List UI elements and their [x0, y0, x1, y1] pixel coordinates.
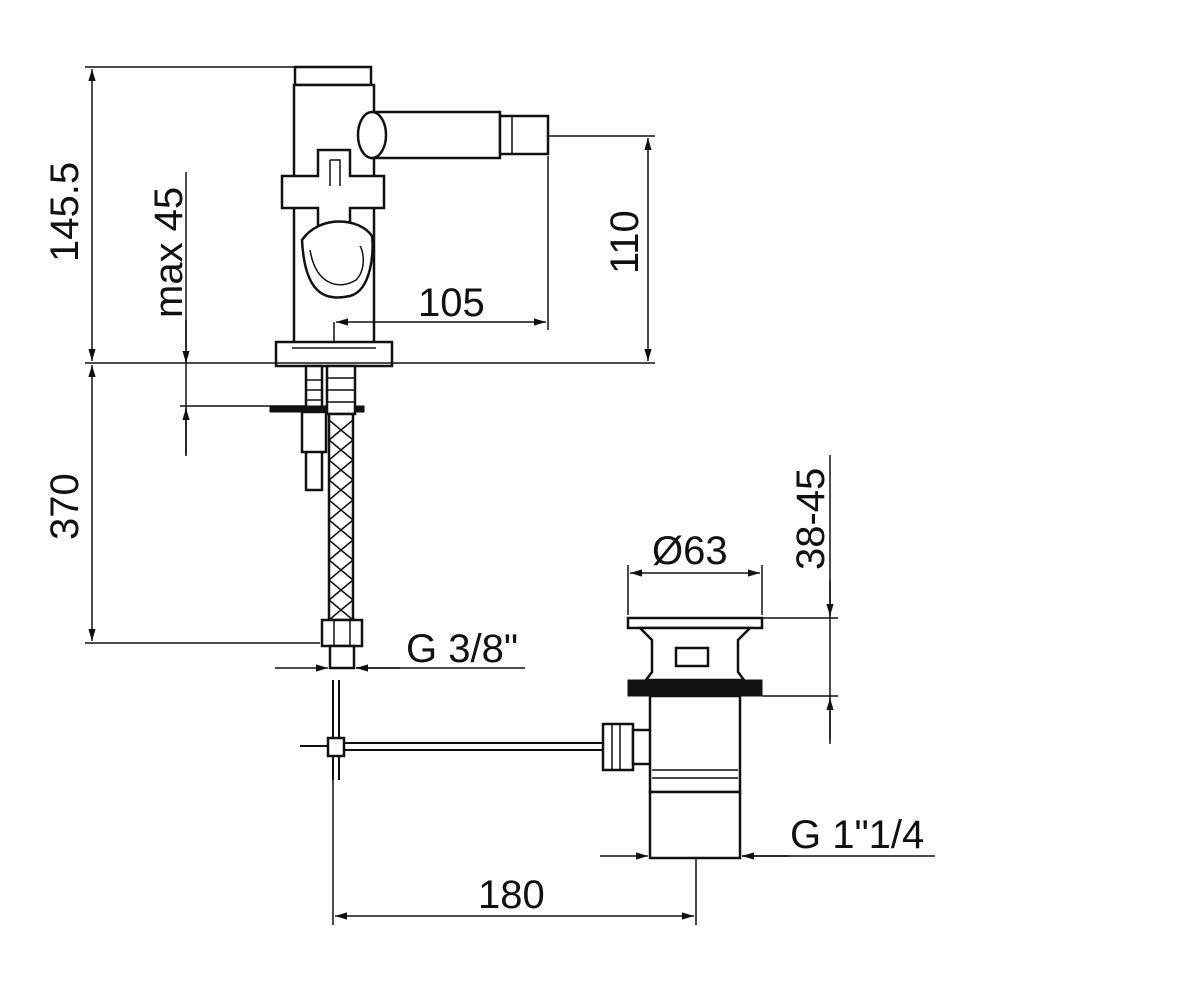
cartridge-cover — [300, 220, 374, 299]
waste-flange — [626, 616, 764, 630]
waste-slot — [674, 646, 710, 668]
pop-up-waste — [626, 616, 764, 860]
hose-end-nut — [320, 618, 364, 648]
label-spout-height: 110 — [603, 210, 647, 274]
label-waste-diameter: Ø63 — [652, 529, 728, 573]
mixer-top-cap — [293, 65, 373, 87]
waste-locknut — [627, 679, 763, 697]
pop-up-rod-nut — [601, 722, 635, 772]
waste-body — [648, 694, 742, 794]
hose-connector — [328, 644, 356, 670]
under-deck-assembly — [269, 364, 365, 670]
mixer-body — [274, 65, 550, 368]
label-hose-thread: G 3/8" — [406, 627, 518, 671]
dimension-lines — [85, 66, 935, 925]
fixing-nut — [300, 410, 328, 454]
spout-arm — [370, 110, 502, 160]
pop-up-rod — [300, 680, 655, 780]
label-waste-thread: G 1"1/4 — [790, 813, 924, 857]
label-pop-up-distance: 180 — [478, 873, 545, 917]
label-max-deck: max 45 — [147, 187, 191, 318]
label-total-height: 145.5 — [43, 162, 87, 262]
label-hose-length: 370 — [43, 473, 87, 540]
label-waste-deck: 38-45 — [789, 468, 833, 570]
spout-nozzle — [498, 114, 550, 156]
spout-joint — [356, 110, 388, 160]
label-spout-reach: 105 — [418, 281, 485, 325]
waste-tail — [648, 790, 742, 860]
